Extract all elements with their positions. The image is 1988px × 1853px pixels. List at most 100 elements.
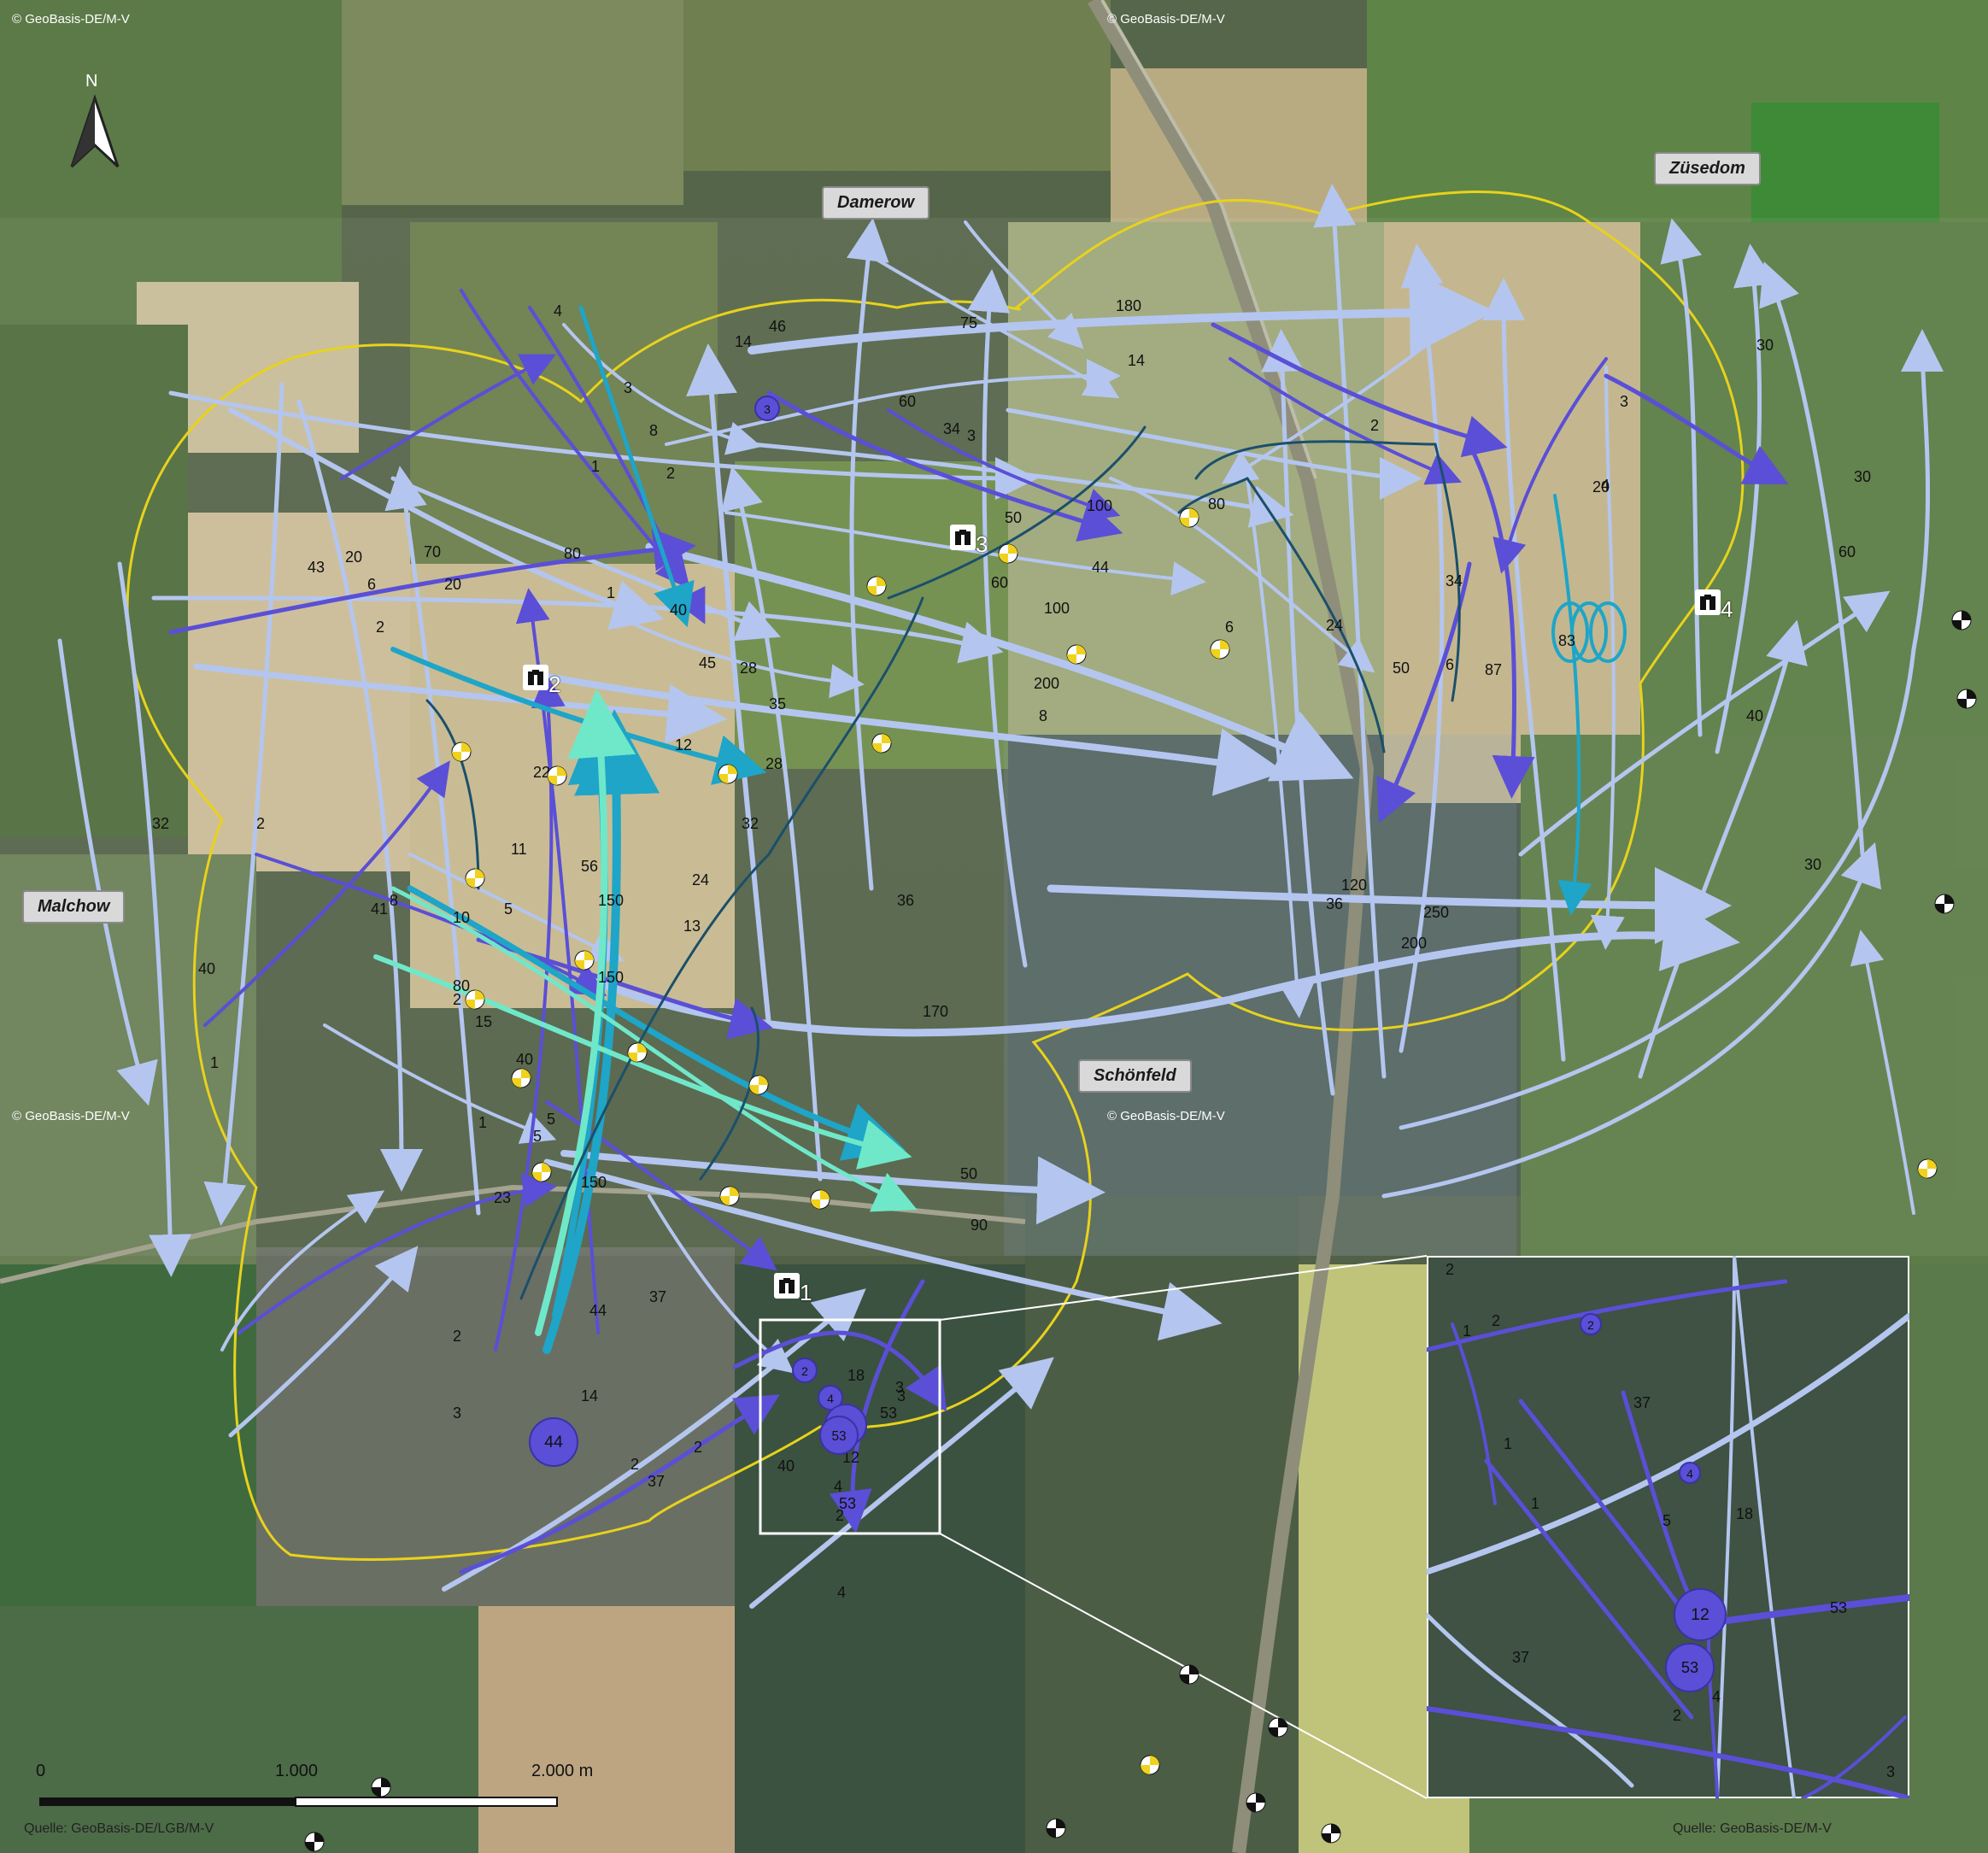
flight-path — [220, 1190, 384, 1352]
flight-path — [203, 760, 450, 1027]
flight-count-label: 53 — [880, 1404, 897, 1422]
reference-point-icon[interactable] — [371, 1777, 391, 1797]
flight-path — [57, 638, 158, 1106]
inset-count-label: 2 — [1492, 1312, 1500, 1329]
observation-point[interactable]: 1 — [774, 1273, 825, 1307]
scale-label-1000: 1.000 — [275, 1762, 319, 1780]
flight-count-label: 20 — [345, 548, 362, 566]
reference-point-icon[interactable] — [1246, 1792, 1266, 1813]
reference-point-icon[interactable] — [1179, 1664, 1199, 1685]
reference-point-icon[interactable] — [1934, 894, 1955, 914]
flight-count-label: 28 — [740, 660, 757, 677]
survey-point-icon[interactable] — [871, 733, 892, 754]
inset-flight-path — [1733, 1256, 1796, 1798]
flight-path — [1246, 477, 1314, 1018]
flight-path — [535, 689, 636, 1336]
flight-path — [766, 390, 1123, 542]
flight-count-label: 70 — [424, 543, 441, 560]
field-patch — [188, 513, 410, 871]
flight-count-label: 32 — [742, 815, 759, 832]
flight-count-label: 28 — [765, 755, 783, 772]
flight-path — [1399, 329, 1944, 1130]
reference-point-icon[interactable] — [1268, 1717, 1288, 1738]
survey-point-icon[interactable] — [1917, 1158, 1938, 1179]
survey-point-icon[interactable] — [1066, 644, 1087, 665]
flight-count-label: 41 — [371, 900, 388, 918]
flight-count-label: 150 — [581, 1174, 607, 1191]
flight-path — [721, 466, 823, 1182]
survey-point-icon[interactable] — [547, 765, 567, 786]
inset-count-label: 1 — [1463, 1322, 1471, 1340]
flight-count-label: 2 — [376, 619, 384, 636]
observation-point[interactable]: 3 — [950, 525, 1001, 559]
inset-count-label: 37 — [1512, 1649, 1529, 1666]
copyright-label: © GeoBasis-DE/M-V — [1107, 1109, 1225, 1123]
flight-count-label: 15 — [475, 1013, 492, 1030]
flight-path — [1313, 184, 1387, 1079]
flight-path — [542, 709, 660, 1354]
flight-count-label: 3 — [453, 1404, 461, 1422]
survey-point-icon[interactable] — [627, 1042, 648, 1063]
flight-path — [749, 442, 1294, 528]
survey-point-icon[interactable] — [574, 950, 595, 970]
inset-flight-path — [1427, 1312, 1909, 1575]
flight-path — [1850, 929, 1915, 1215]
survey-point-icon[interactable] — [748, 1075, 769, 1095]
reference-point-icon[interactable] — [1046, 1818, 1066, 1838]
inset-count-label: 37 — [1633, 1394, 1651, 1411]
survey-point-icon[interactable] — [465, 989, 485, 1010]
inset-count-label: 3 — [1886, 1763, 1895, 1780]
flight-count-label: 53 — [839, 1495, 856, 1512]
survey-point-icon[interactable] — [1210, 639, 1230, 660]
reference-point-icon[interactable] — [1951, 610, 1972, 630]
survey-point-icon[interactable] — [810, 1189, 830, 1210]
survey-point-icon[interactable] — [451, 742, 472, 762]
reference-point-icon[interactable] — [1956, 689, 1977, 709]
flight-count-label: 40 — [777, 1457, 795, 1475]
copyright-label: © GeoBasis-DE/M-V — [12, 1109, 130, 1123]
field-patch — [683, 0, 1111, 171]
inset-flight-path — [1427, 1706, 1909, 1798]
reference-point-icon[interactable] — [1321, 1823, 1341, 1844]
flight-count-label: 12 — [675, 736, 692, 754]
flight-count-label: 40 — [1746, 707, 1763, 724]
observation-point[interactable]: 2 — [523, 665, 574, 699]
survey-point-icon[interactable] — [531, 1162, 552, 1182]
flight-path — [407, 885, 906, 1161]
flight-path — [1715, 243, 1776, 754]
survey-point-icon[interactable] — [465, 868, 485, 888]
flight-count-label: 37 — [649, 1288, 666, 1305]
flight-count-label: 40 — [670, 601, 687, 619]
circle-label: 4 — [827, 1392, 834, 1405]
survey-point-icon[interactable] — [998, 543, 1018, 564]
flight-path — [373, 954, 912, 1170]
north-arrow-icon — [70, 94, 120, 168]
observation-point[interactable]: 4 — [1695, 589, 1746, 624]
inset-flight-path — [1518, 1399, 1694, 1626]
flight-count-label: 3 — [897, 1387, 906, 1404]
flight-count-label: 80 — [453, 977, 470, 994]
survey-point-icon[interactable] — [718, 764, 738, 784]
survey-point-icon[interactable] — [866, 576, 887, 596]
survey-point-icon[interactable] — [511, 1068, 531, 1088]
inset-flight-path — [1715, 1256, 1736, 1798]
binoculars-icon — [523, 665, 548, 690]
flight-path — [1194, 440, 1461, 702]
inset-circle-label: 53 — [1681, 1659, 1698, 1676]
flight-path — [1376, 561, 1472, 824]
flight-count-label: 170 — [923, 1003, 948, 1020]
flight-count-label: 8 — [649, 422, 658, 439]
survey-point-icon[interactable] — [1179, 507, 1199, 528]
survey-point-icon[interactable] — [1140, 1755, 1160, 1775]
flight-count-label: 8 — [390, 892, 398, 909]
survey-point-icon[interactable] — [719, 1186, 740, 1206]
field-patch — [0, 1606, 478, 1853]
place-label-damerow: Damerow — [822, 186, 930, 220]
reference-point-icon[interactable] — [304, 1832, 325, 1852]
inset-flight-count-circle — [1674, 1588, 1727, 1641]
inset-circle-label: 2 — [1587, 1318, 1594, 1332]
flight-count-label: 44 — [1092, 559, 1109, 576]
